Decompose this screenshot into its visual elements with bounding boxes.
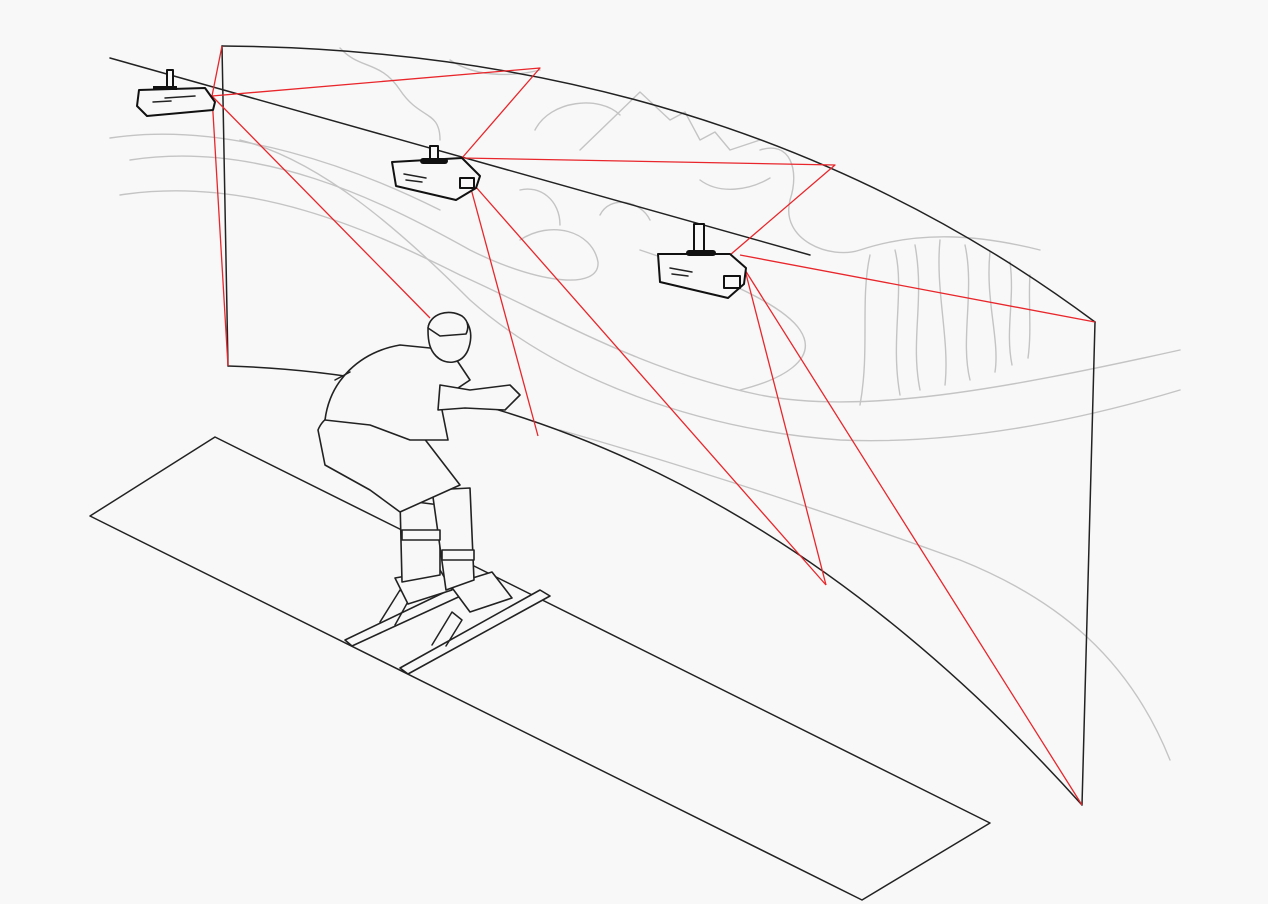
projector-icon	[657, 223, 747, 299]
ski-treadmill-track	[89, 436, 991, 901]
skier-icon	[317, 311, 551, 675]
projector-icon	[391, 145, 481, 201]
projection-beams	[211, 45, 1096, 806]
projector-icon	[136, 69, 216, 117]
ceiling-rail	[109, 57, 811, 256]
